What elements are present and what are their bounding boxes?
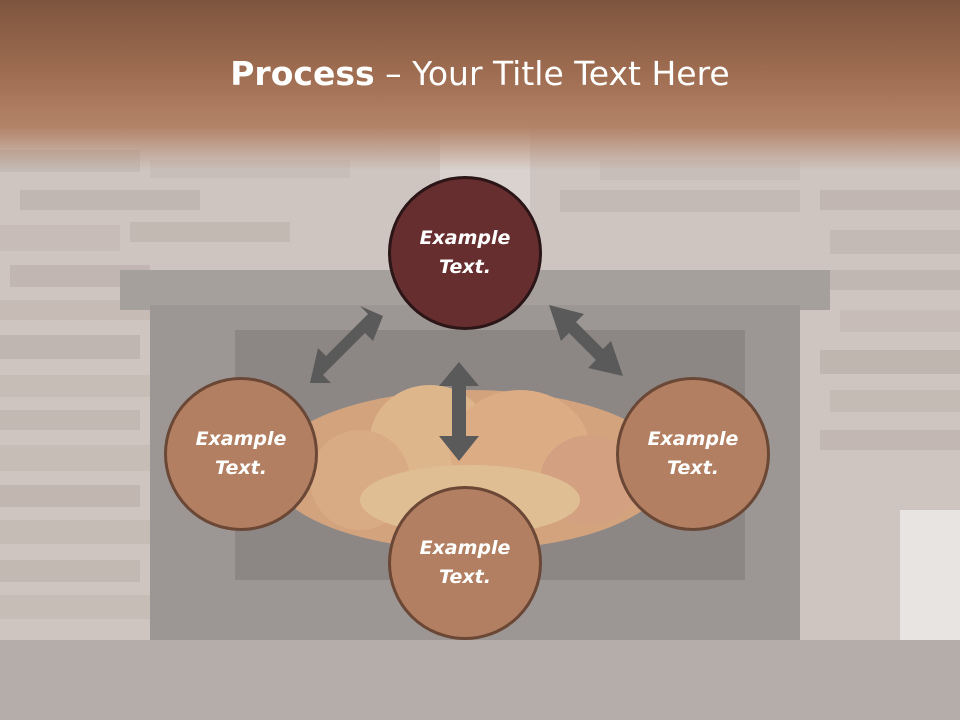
bottom-node-text: Example Text. (419, 537, 511, 588)
right-node-text: Example Text. (647, 428, 739, 479)
bottom-node[interactable]: Example Text. (388, 486, 542, 640)
left-node[interactable]: Example Text. (164, 377, 318, 531)
title-rest: – Your Title Text Here (374, 54, 730, 93)
left-node-text: Example Text. (195, 428, 287, 479)
title-bold: Process (230, 54, 375, 93)
header-band (0, 0, 960, 170)
right-node[interactable]: Example Text. (616, 377, 770, 531)
slide-title: Process – Your Title Text Here (0, 52, 960, 96)
center-node[interactable]: Example Text. (388, 176, 542, 330)
center-node-text: Example Text. (419, 227, 511, 278)
